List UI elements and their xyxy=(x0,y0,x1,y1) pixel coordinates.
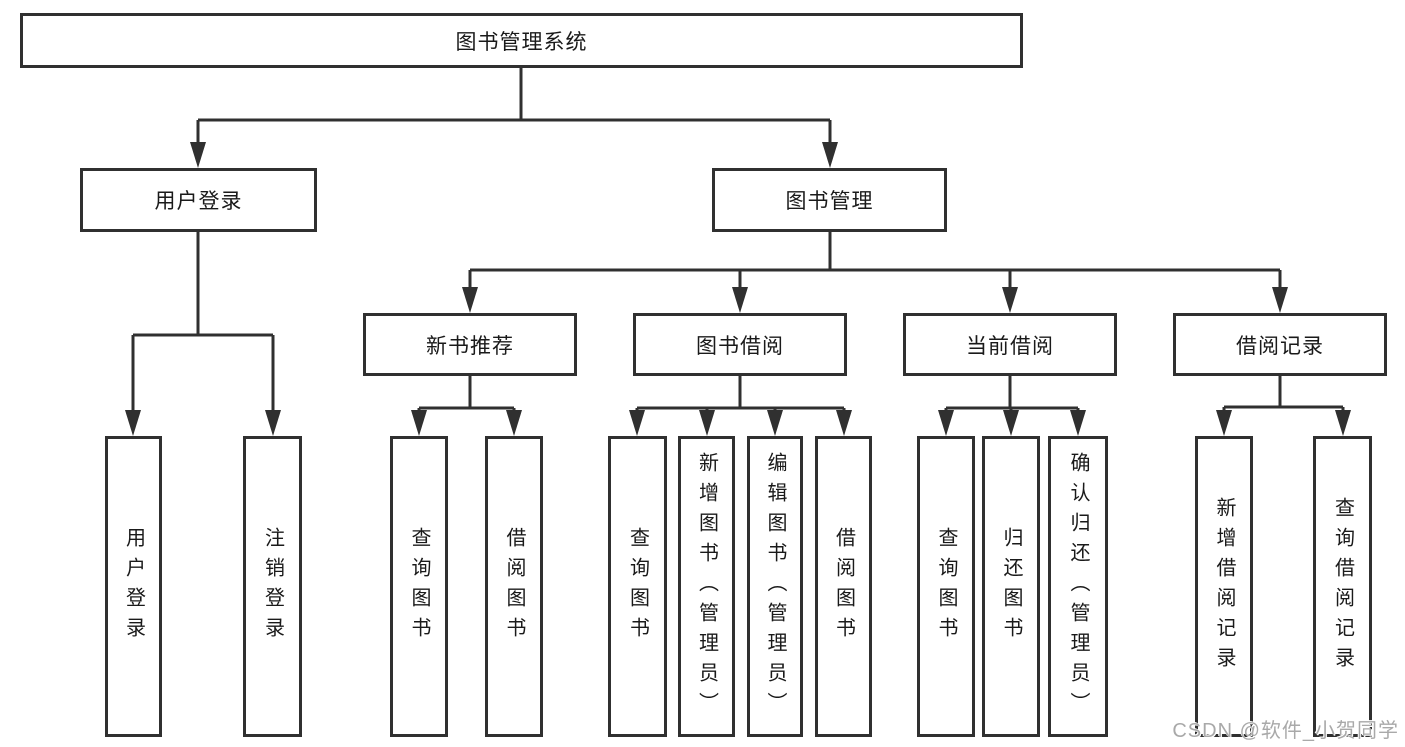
leaf-return-books-label: 归还图书 xyxy=(1000,526,1022,647)
leaf-query-books-recommend: 查询图书 xyxy=(390,436,448,737)
leaf-confirm-return-admin: 确认归还（管理员） xyxy=(1048,436,1108,737)
leaf-edit-books-admin-label: 编辑图书（管理员） xyxy=(764,451,786,722)
leaf-borrow-books-recommend: 借阅图书 xyxy=(485,436,543,737)
leaf-logout-login: 注销登录 xyxy=(243,436,302,737)
leaf-add-borrow-record: 新增借阅记录 xyxy=(1195,436,1253,737)
node-root-label: 图书管理系统 xyxy=(455,30,588,54)
node-user-login: 用户登录 xyxy=(80,168,317,232)
node-new-book-recommend-label: 新书推荐 xyxy=(426,334,514,358)
node-borrow-record: 借阅记录 xyxy=(1173,313,1387,376)
leaf-borrow-books-recommend-label: 借阅图书 xyxy=(503,526,525,647)
node-book-borrow: 图书借阅 xyxy=(633,313,847,376)
leaf-borrow-books-borrow-label: 借阅图书 xyxy=(832,526,855,647)
leaf-return-books: 归还图书 xyxy=(982,436,1040,737)
node-current-borrow-label: 当前借阅 xyxy=(966,334,1054,358)
leaf-query-borrow-record-label: 查询借阅记录 xyxy=(1331,496,1354,677)
leaf-query-books-current: 查询图书 xyxy=(917,436,975,737)
leaf-edit-books-admin: 编辑图书（管理员） xyxy=(747,436,803,737)
leaf-add-borrow-record-label: 新增借阅记录 xyxy=(1213,496,1235,677)
node-current-borrow: 当前借阅 xyxy=(903,313,1117,376)
node-borrow-record-label: 借阅记录 xyxy=(1236,334,1324,358)
leaf-query-books-recommend-label: 查询图书 xyxy=(408,526,430,647)
leaf-user-login-label: 用户登录 xyxy=(122,526,145,647)
node-book-borrow-label: 图书借阅 xyxy=(696,334,784,358)
node-book-management: 图书管理 xyxy=(712,168,947,232)
leaf-logout-login-label: 注销登录 xyxy=(261,526,284,647)
node-book-management-label: 图书管理 xyxy=(785,190,874,213)
node-user-login-label: 用户登录 xyxy=(154,190,243,213)
leaf-user-login: 用户登录 xyxy=(105,436,162,737)
leaf-borrow-books-borrow: 借阅图书 xyxy=(815,436,872,737)
leaf-query-books-borrow: 查询图书 xyxy=(608,436,667,737)
leaf-query-borrow-record: 查询借阅记录 xyxy=(1313,436,1372,737)
leaf-add-books-admin: 新增图书（管理员） xyxy=(678,436,735,737)
leaf-add-books-admin-label: 新增图书（管理员） xyxy=(695,451,718,722)
node-new-book-recommend: 新书推荐 xyxy=(363,313,577,376)
watermark: CSDN @软件_小贺同学 xyxy=(1172,720,1399,742)
node-root: 图书管理系统 xyxy=(20,13,1023,68)
leaf-confirm-return-admin-label: 确认归还（管理员） xyxy=(1067,451,1089,722)
leaf-query-books-current-label: 查询图书 xyxy=(935,526,957,647)
leaf-query-books-borrow-label: 查询图书 xyxy=(626,526,649,647)
